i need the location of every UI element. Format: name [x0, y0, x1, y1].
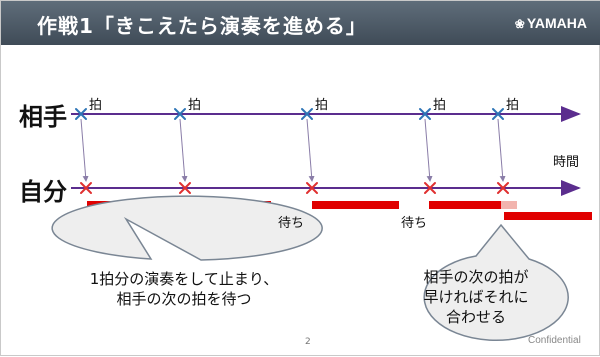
opponent-beat-mark	[492, 108, 504, 120]
page-number: 2	[305, 337, 311, 347]
logo-mark-icon: ❀	[514, 17, 525, 31]
beat-link	[179, 118, 188, 182]
performance-bar	[429, 201, 501, 209]
left-speech-bubble	[51, 195, 323, 261]
beat-label: 拍	[315, 98, 329, 113]
self-beat-mark	[306, 182, 318, 194]
right-speech-bubble	[423, 223, 569, 341]
beat-link	[497, 118, 506, 182]
left-bubble-text: 1拍分の演奏をして止まり、 相手の次の拍を待つ	[59, 269, 309, 309]
confidential-label: Confidential	[528, 335, 581, 346]
beat-label: 拍	[433, 98, 447, 113]
right-bubble-line: 合わせる	[445, 308, 506, 326]
slide-title: 作戦1「きこえたら演奏を進める」	[37, 14, 367, 38]
time-axis-label: 時間	[553, 155, 580, 170]
title-bar: 作戦1「きこえたら演奏を進める」 ❀YAMAHA	[1, 1, 600, 45]
opponent-row-label: 相手	[19, 103, 67, 131]
opponent-beat-mark	[419, 108, 431, 120]
beat-label: 拍	[506, 98, 520, 113]
self-beat-mark	[424, 182, 436, 194]
beat-link	[306, 118, 315, 182]
wait-label: 待ち	[278, 216, 305, 231]
performance-bar	[312, 201, 399, 209]
right-bubble-line: 早ければそれに	[423, 288, 529, 306]
left-bubble-line: 相手の次の拍を待つ	[116, 290, 252, 308]
right-bubble-text: 相手の次の拍が 早ければそれに 合わせる	[411, 267, 541, 327]
performance-bar	[504, 212, 592, 220]
beat-link	[80, 118, 89, 182]
right-bubble-line: 相手の次の拍が	[423, 268, 529, 286]
self-beat-mark	[497, 182, 509, 194]
opponent-beat-mark	[174, 108, 186, 120]
left-bubble-line: 1拍分の演奏をして止まり、	[89, 270, 279, 288]
self-beat-mark	[80, 182, 92, 194]
logo-text: YAMAHA	[526, 15, 587, 31]
self-beat-mark	[179, 182, 191, 194]
yamaha-logo: ❀YAMAHA	[515, 15, 587, 31]
opponent-beat-mark	[75, 108, 87, 120]
beat-link	[424, 118, 433, 182]
opponent-beat-mark	[301, 108, 313, 120]
self-row-label: 自分	[19, 178, 67, 206]
wait-label: 待ち	[401, 216, 428, 231]
performance-bar-cut	[501, 201, 517, 209]
beat-label: 拍	[89, 98, 103, 113]
beat-label: 拍	[188, 98, 202, 113]
